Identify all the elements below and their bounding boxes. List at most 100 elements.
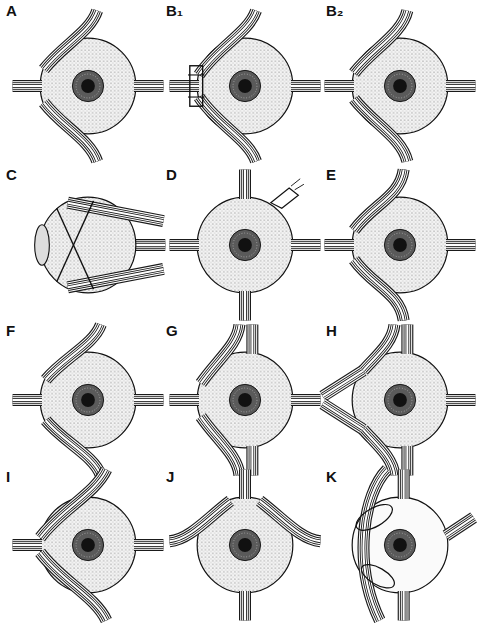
muscle-fibre [134, 85, 163, 87]
muscle-fibre [134, 398, 163, 402]
muscle-fibre [44, 11, 97, 70]
muscle-fibre [170, 240, 199, 250]
muscle-fibre [446, 517, 474, 535]
muscle-fibre [170, 242, 199, 248]
eye-panel [170, 170, 321, 321]
muscle-fibre [354, 99, 407, 162]
muscle-fibre [323, 404, 363, 430]
muscle-fibre [291, 241, 320, 249]
muscle-fibre [446, 85, 475, 87]
muscle-band [134, 539, 163, 551]
muscle-fibre [40, 552, 106, 620]
muscle-band [170, 501, 231, 541]
muscle-fibre [199, 97, 256, 161]
muscle-fibre [363, 429, 394, 475]
muscle-fibre [323, 371, 363, 397]
muscle-fibre [13, 540, 42, 550]
muscle-fibre [46, 420, 101, 475]
muscle-fibre [364, 470, 388, 621]
muscle-fibre [134, 82, 163, 90]
muscle-fibre [446, 517, 474, 535]
muscle-fibre [134, 396, 163, 404]
muscle-fibre [400, 591, 408, 620]
muscle-fibre [354, 260, 404, 321]
muscle-fibre [13, 399, 42, 401]
muscle-fibre [170, 241, 199, 249]
muscle-fibre [46, 325, 101, 380]
muscle-fibre [68, 269, 164, 287]
muscle-fibre [44, 103, 97, 162]
muscle-fibre [446, 395, 475, 405]
muscle-fibre [244, 291, 246, 320]
muscle-fibre [446, 517, 474, 535]
muscle-fibre [201, 325, 240, 384]
muscle-band [40, 552, 106, 620]
muscle-fibre [134, 542, 163, 548]
eye-panel [325, 11, 476, 162]
muscle-fibre [291, 242, 320, 248]
muscle-band [364, 470, 388, 621]
muscle-fibre [323, 404, 363, 430]
muscle-fibre [243, 170, 247, 199]
muscle-fibre [325, 241, 354, 249]
muscle-fibre [201, 325, 240, 384]
muscle-band [323, 404, 363, 430]
muscle-fibre [170, 501, 231, 541]
muscle-fibre [68, 269, 164, 287]
muscle-fibre [363, 429, 394, 475]
eye-panel [170, 325, 321, 476]
eye-panel [323, 325, 476, 476]
muscle-fibre [291, 397, 320, 403]
muscle-fibre [240, 291, 250, 320]
muscle-band [398, 591, 410, 620]
muscle-fibre [406, 325, 410, 354]
muscle-fibre [354, 170, 404, 231]
muscle-fibre [170, 85, 199, 87]
muscle-fibre [325, 243, 354, 247]
muscle-fibre [323, 371, 363, 397]
muscle-fibre [323, 404, 363, 430]
muscle-band [170, 394, 199, 406]
muscle-band [398, 470, 410, 499]
muscle-fibre [40, 552, 106, 620]
muscle-fibre [291, 84, 320, 88]
muscle-fibre [406, 325, 408, 354]
muscle-fibre [44, 11, 97, 70]
muscle-fibre [240, 470, 250, 499]
muscle-fibre [399, 470, 409, 499]
muscle-fibre [291, 85, 320, 87]
muscle-fibre [354, 11, 407, 74]
muscle-fibre [291, 81, 320, 91]
muscle-fibre [13, 397, 42, 403]
muscle-band [260, 501, 321, 541]
muscle-fibre [68, 269, 164, 287]
eye-panel [325, 170, 476, 321]
muscle-fibre [241, 170, 249, 199]
muscle-fibre [13, 395, 42, 405]
muscle-fibre [170, 398, 199, 402]
muscle-fibre [363, 325, 394, 371]
muscle-fibre [170, 82, 199, 90]
eye-panel [352, 470, 473, 621]
muscle-fibre [291, 399, 320, 401]
muscle-fibre [170, 396, 199, 404]
muscle-fibre [13, 84, 42, 88]
eye-panel [35, 197, 166, 293]
muscle-fibre [354, 170, 404, 231]
muscle-fibre [291, 398, 320, 402]
muscle-band [239, 170, 251, 199]
muscle-band [401, 325, 413, 354]
muscle-fibre [199, 11, 256, 75]
muscle-fibre [13, 83, 42, 89]
muscle-fibre [170, 397, 199, 403]
muscle-fibre [170, 81, 199, 91]
muscle-fibre [323, 404, 363, 430]
muscle-band [325, 80, 354, 92]
muscle-fibre [250, 325, 256, 354]
muscle-fibre [68, 203, 164, 221]
muscle-fibre [201, 417, 240, 476]
muscle-fibre [354, 99, 407, 162]
panel-letter: B₁ [164, 2, 185, 19]
muscle-fibre [44, 11, 97, 70]
